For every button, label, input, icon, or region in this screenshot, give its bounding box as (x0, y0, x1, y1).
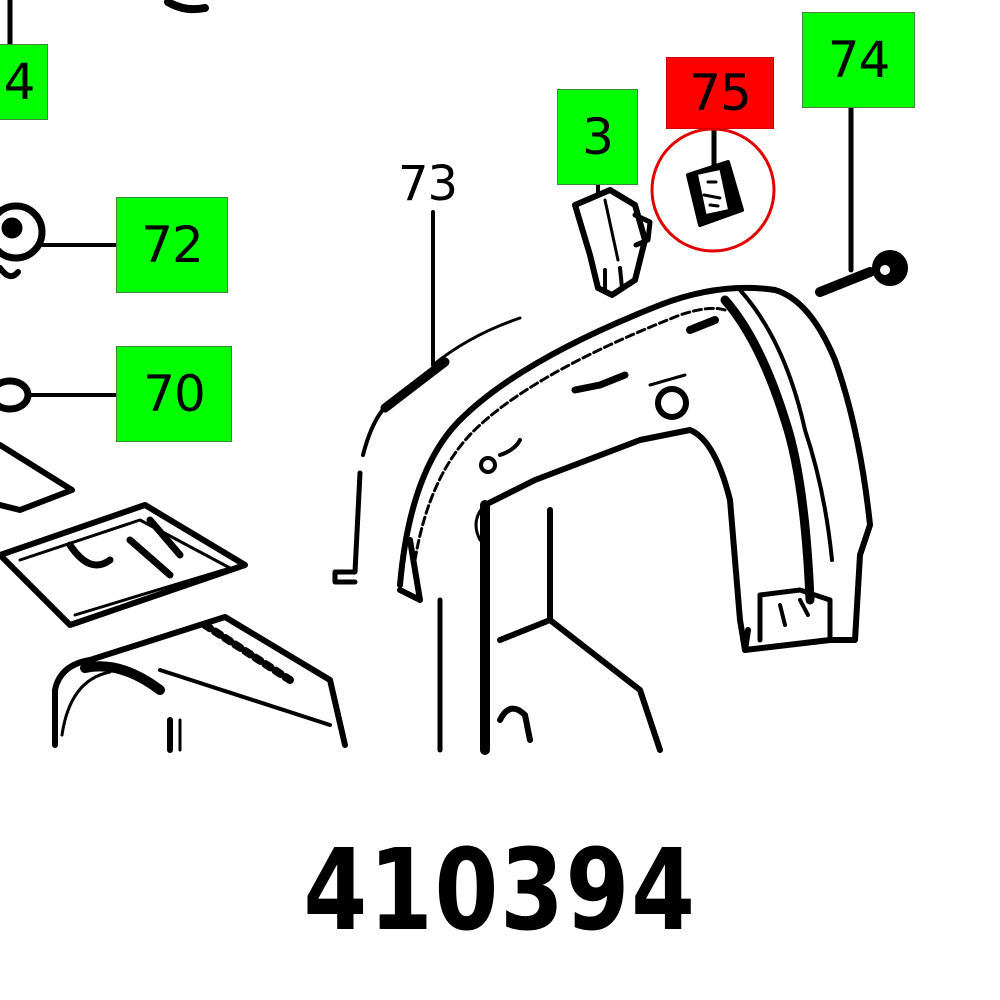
callout-4[interactable]: 4 (0, 44, 48, 120)
part-74 (815, 89, 908, 297)
callout-label: 75 (689, 64, 752, 122)
callout-73[interactable]: 73 (398, 156, 458, 212)
part-75 (686, 125, 744, 227)
part-3 (572, 166, 653, 298)
callout-label: 73 (398, 156, 458, 212)
part-70 (0, 377, 124, 413)
callout-label: 74 (827, 31, 891, 89)
part-housing (397, 284, 873, 755)
callout-72[interactable]: 72 (116, 197, 228, 293)
callout-label: 72 (141, 216, 204, 274)
parts-drawing (0, 0, 908, 755)
callout-label: 3 (582, 108, 614, 166)
part-number: 410394 (303, 826, 697, 956)
part-battery (52, 614, 348, 753)
callout-label: 4 (3, 53, 36, 111)
callout-label: 70 (143, 365, 206, 423)
part-72 (0, 202, 122, 280)
part-tray (0, 502, 248, 628)
callout-74[interactable]: 74 (802, 12, 915, 108)
callout-75-highlighted[interactable]: 75 (666, 57, 774, 129)
part-73 (332, 210, 522, 585)
highlight-circle (650, 127, 776, 253)
callout-70[interactable]: 70 (116, 346, 232, 442)
callout-3[interactable]: 3 (557, 89, 638, 185)
